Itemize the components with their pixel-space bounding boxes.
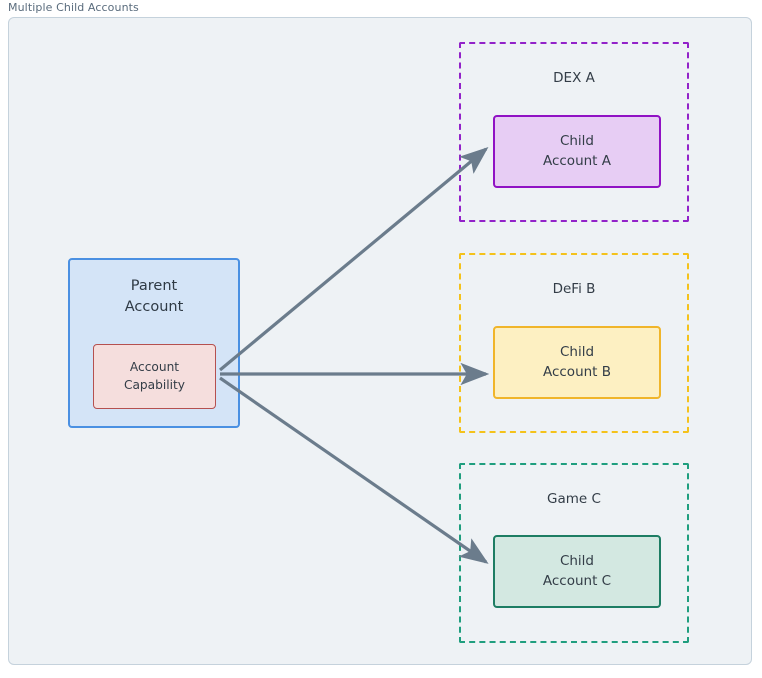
group-dex-a[interactable] — [459, 42, 689, 222]
node-child-account-b[interactable]: Child Account B — [493, 326, 661, 399]
diagram-caption: Multiple Child Accounts — [8, 1, 139, 14]
group-game-c-title: Game C — [547, 491, 601, 507]
group-defi-b-title: DeFi B — [552, 281, 596, 297]
parent-account-label: Parent Account — [124, 278, 184, 315]
child-account-a-label: Child Account A — [542, 133, 612, 169]
node-child-account-a[interactable]: Child Account A — [493, 115, 661, 188]
node-child-account-c[interactable]: Child Account C — [493, 535, 661, 608]
group-dex-a-title: DEX A — [553, 70, 595, 86]
account-capability-label: Account Capability — [123, 360, 186, 392]
child-account-b-label: Child Account B — [542, 344, 612, 380]
child-account-c-label: Child Account C — [542, 553, 612, 589]
node-account-capability[interactable]: Account Capability — [93, 344, 216, 409]
